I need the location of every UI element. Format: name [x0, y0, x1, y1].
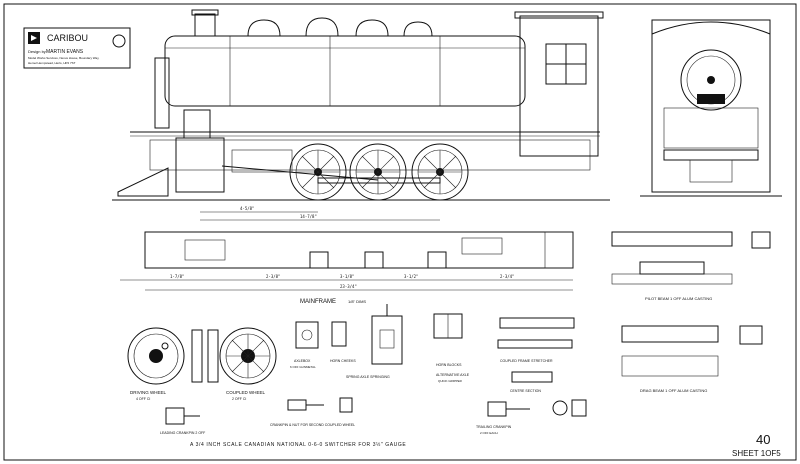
trailing-crankpin-label: TRAILING CRANKPIN — [476, 425, 512, 429]
spring-axle-detail: SPRING AXLE SPRINGING — [346, 304, 403, 379]
coupled-wheel-label: COUPLED WHEEL — [226, 390, 266, 395]
smokebox-door — [680, 49, 742, 111]
crankpin-nut-detail: CRANKPIN & NUT FOR SECOND COUPLED WHEEL — [270, 397, 355, 427]
horn-blocks-label: HORN BLOCKS — [436, 363, 462, 367]
centre-section-label: CENTRE SECTION — [510, 389, 541, 393]
alternative-axle-label: ALTERNATIVE AXLE — [436, 373, 470, 377]
horn-gap-1 — [309, 251, 329, 269]
dim-label: 4-5/8" — [240, 206, 254, 211]
connecting-rod — [221, 165, 379, 181]
dim-label: 1-7/8" — [170, 274, 184, 279]
coupled-wheel-detail: COUPLED WHEEL 2 OFF CI — [207, 327, 277, 401]
mainframe-plan: 1-7/8" 2-3/8" 3-1/8" 3-1/2" 2-3/4" 23-3/… — [120, 231, 574, 305]
top-feed-dome — [355, 19, 389, 37]
front-buffer-beam — [663, 149, 759, 161]
company-seal-icon — [112, 34, 126, 48]
drawing-caption: A 3/4 INCH SCALE CANADIAN NATIONAL 0-6-0… — [190, 441, 406, 448]
cab — [519, 15, 599, 157]
coupled-frame-stretcher-detail: COUPLED FRAME STRETCHER — [497, 317, 575, 363]
horn-blocks-detail: HORN BLOCKS ALTERNATIVE AXLE QUICK GRIPP… — [433, 313, 470, 383]
steam-dome — [247, 19, 281, 37]
leading-crankpin-detail: LEADING CRANKPIN 2 OFF — [160, 407, 205, 435]
coupling-rod — [317, 177, 441, 184]
smokebox-front — [154, 57, 170, 129]
boiler — [164, 35, 526, 107]
mainframe-label: MAINFRAME — [300, 299, 336, 305]
axlebox-label: AXLEBOX — [294, 359, 311, 363]
design-by-label: Design by — [28, 49, 46, 54]
centre-section-detail: CENTRE SECTION — [510, 371, 553, 393]
axlebox-detail: AXLEBOX 6 OFF GUNMETAL — [290, 321, 319, 369]
chimney — [194, 13, 216, 37]
quick-gripper-label: QUICK GRIPPER — [438, 379, 463, 383]
coupled-wheel-drawing — [219, 327, 277, 385]
front-elevation: 7463 — [640, 19, 782, 197]
cylinder — [175, 137, 225, 193]
sheet-number: 40 — [756, 432, 770, 447]
horn-gap-3 — [427, 251, 447, 269]
coupled-wheel-qty: 2 OFF CI — [232, 397, 246, 401]
logo-mark-icon — [31, 35, 37, 41]
trailing-crankpin-qty: 2 OFF EACH — [480, 431, 498, 435]
title-block: CARIBOU Design by MARTIN EVANS Model Wor… — [23, 27, 131, 69]
pilot-beam-detail: PILOT BEAM 1 OFF ALUM CASTING — [611, 231, 771, 301]
sheet-border — [3, 3, 797, 461]
model-name: CARIBOU — [47, 33, 88, 43]
pilot-beam — [611, 231, 733, 247]
axlebox-drawing — [295, 321, 319, 349]
crankpin-nut-label: CRANKPIN & NUT FOR SECOND COUPLED WHEEL — [270, 423, 355, 427]
driving-wheel-detail: DRIVING WHEEL 4 OFF CI — [127, 327, 203, 401]
address-line-2: Hemel Hempstead, Herts, HP2 7ST — [28, 61, 76, 65]
designer-name: MARTIN EVANS — [46, 49, 84, 55]
valve-gear — [231, 149, 293, 173]
dim-label: 3-1/2" — [404, 274, 418, 279]
trailing-crankpin-detail: TRAILING CRANKPIN 2 OFF EACH — [476, 399, 587, 435]
address-line-1: Model Works Services, Nexus House, Bound… — [28, 56, 99, 60]
mainframe-outline — [144, 231, 574, 269]
loco-number: 7463 — [703, 96, 720, 104]
axlebox-qty: 6 OFF GUNMETAL — [290, 365, 316, 369]
driving-wheel-drawing — [127, 327, 185, 385]
pilot-beam-label: PILOT BEAM 1 OFF ALUM CASTING — [645, 296, 712, 301]
mainframe-thickness: 1/8" DIMS — [348, 299, 366, 304]
driving-wheel-qty: 4 OFF CI — [136, 397, 150, 401]
drag-beam-label: DRAG BEAM 1 OFF ALUM CASTING — [640, 388, 707, 393]
horn-gap-2 — [364, 251, 384, 269]
number-plate — [697, 94, 725, 104]
safety-valve-dome — [403, 21, 433, 37]
sheet-label: SHEET 1OF5 — [732, 449, 781, 458]
dim-label: 2-3/8" — [266, 274, 280, 279]
drag-beam — [621, 325, 719, 343]
dim-label: 14-7/8" — [300, 214, 317, 219]
dim-label: 3-1/8" — [340, 274, 354, 279]
spring-axle-label: SPRING AXLE SPRINGING — [346, 375, 390, 379]
front-outline — [651, 19, 771, 193]
frame-stretcher-label: COUPLED FRAME STRETCHER — [500, 359, 553, 363]
side-elevation: 4-5/8" 14-7/8" — [112, 9, 610, 221]
horn-cheek-detail: HORN CHEEKS — [330, 321, 356, 363]
dim-label: 2-3/4" — [500, 274, 514, 279]
horn-cheek-label: HORN CHEEKS — [330, 359, 356, 363]
drag-beam-detail: DRAG BEAM 1 OFF ALUM CASTING — [621, 325, 763, 393]
dim-label: 23-3/4" — [340, 284, 357, 289]
side-frame — [149, 139, 591, 171]
pilot — [117, 167, 169, 197]
leading-crankpin-label: LEADING CRANKPIN 2 OFF — [160, 431, 205, 435]
driving-wheel-label: DRIVING WHEEL — [130, 390, 167, 395]
sand-dome — [305, 17, 339, 37]
